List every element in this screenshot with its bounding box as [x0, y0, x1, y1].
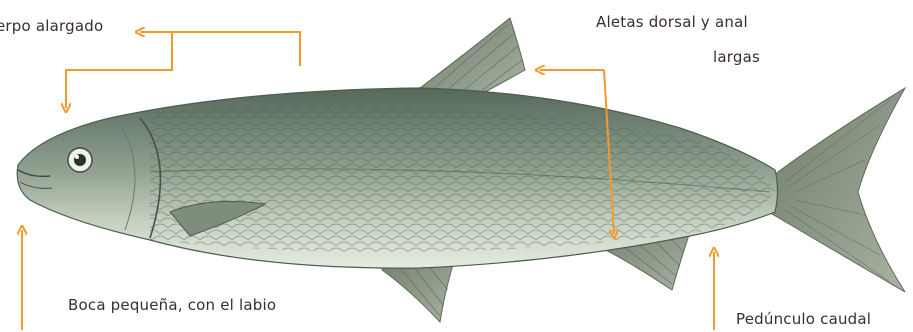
- label-mouth: Boca pequeña, con el labio: [68, 296, 276, 314]
- dorsal-fin: [420, 18, 525, 100]
- label-body: erpo alargado: [0, 17, 103, 35]
- label-peduncle: Pedúnculo caudal: [736, 310, 871, 328]
- caudal-fin: [770, 88, 905, 292]
- label-fins-line2: largas: [713, 48, 760, 66]
- label-fins-line1: Aletas dorsal y anal: [596, 13, 748, 31]
